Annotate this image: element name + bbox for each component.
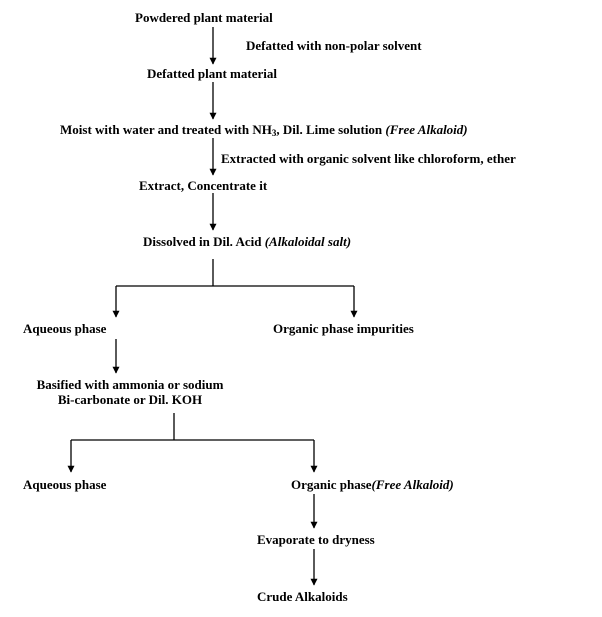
node-organic-phase-impurities: Organic phase impurities (273, 321, 414, 336)
node-organic-phase-free-alkaloid: Organic phase(Free Alkaloid) (291, 477, 454, 492)
node-basified-line-2: Bi-carbonate or Dil. KOH (57, 392, 203, 407)
edge-label-defatting: Defatted with non-polar solvent (246, 38, 422, 53)
node-crude-alkaloids: Crude Alkaloids (257, 589, 348, 604)
node-basified: Basified with ammonia or sodium Bi-carbo… (6, 377, 254, 407)
node-defatted-plant-material: Defatted plant material (147, 66, 277, 81)
node-powdered-plant-material: Powdered plant material (135, 10, 273, 25)
node-extract-concentrate: Extract, Concentrate it (139, 178, 268, 193)
node-basified-line-1: Basified with ammonia or sodium (36, 377, 224, 392)
edge-label-extraction: Extracted with organic solvent like chlo… (221, 151, 516, 166)
node-evaporate-to-dryness: Evaporate to dryness (257, 532, 375, 547)
node-dissolved-in-acid: Dissolved in Dil. Acid (Alkaloidal salt) (143, 234, 352, 249)
node-aqueous-phase-2: Aqueous phase (23, 477, 107, 492)
node-moist-treated: Moist with water and treated with NH3, D… (60, 122, 468, 138)
node-aqueous-phase-1: Aqueous phase (23, 321, 107, 336)
